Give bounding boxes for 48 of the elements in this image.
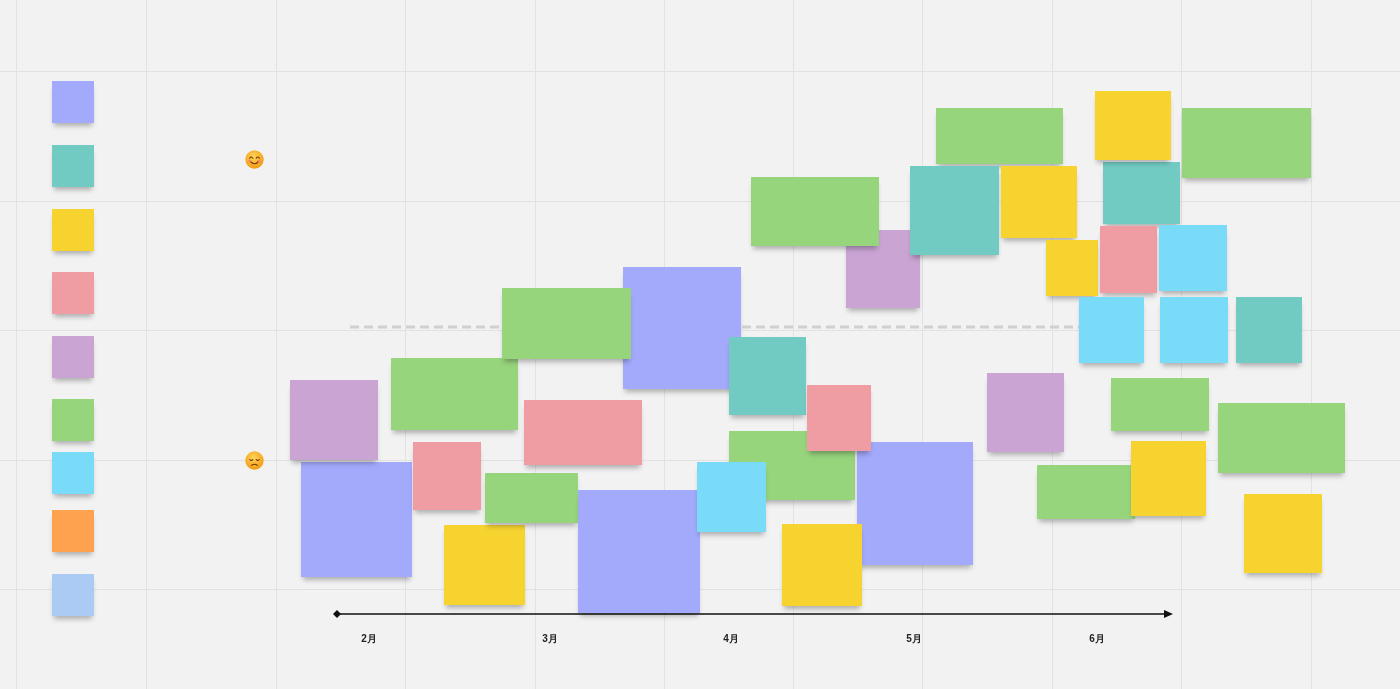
sticky-note (936, 108, 1063, 164)
legend-sticky-note (52, 574, 94, 616)
sticky-note (1001, 166, 1077, 238)
sticky-note (391, 358, 518, 430)
sticky-note (782, 524, 862, 606)
month-label: 2月 (361, 633, 377, 645)
sticky-note (697, 462, 766, 532)
month-label: 4月 (723, 633, 739, 645)
sticky-note (857, 442, 973, 565)
sticky-note (729, 337, 806, 415)
sticky-note (413, 442, 481, 510)
sticky-note (1131, 441, 1206, 516)
sticky-note (1244, 494, 1322, 573)
sticky-note (910, 166, 999, 255)
sticky-note (1100, 226, 1157, 293)
legend-sticky-note (52, 336, 94, 378)
sticky-note (444, 525, 525, 605)
sticky-note (1182, 108, 1311, 178)
sticky-note (502, 288, 631, 359)
sticky-note (1037, 465, 1135, 519)
sticky-note (987, 373, 1064, 452)
sticky-note (751, 177, 879, 246)
sticky-note (1111, 378, 1209, 431)
sticky-note (485, 473, 578, 523)
sticky-note (578, 490, 700, 613)
legend-sticky-note (52, 510, 94, 552)
sticky-note (1103, 162, 1180, 224)
sticky-note (1095, 91, 1171, 160)
legend-sticky-note (52, 399, 94, 441)
sticky-note (807, 385, 871, 451)
month-label: 6月 (1089, 633, 1105, 645)
sticky-note (524, 400, 642, 465)
month-label: 3月 (542, 633, 558, 645)
sticky-note (623, 267, 741, 389)
legend-sticky-note (52, 209, 94, 251)
legend-sticky-note (52, 452, 94, 494)
legend-sticky-note (52, 145, 94, 187)
sticky-note (301, 462, 412, 577)
legend-sticky-note (52, 272, 94, 314)
month-label: 5月 (906, 633, 922, 645)
sticky-note (1079, 297, 1144, 363)
sticky-note (1159, 225, 1227, 291)
sticky-note (1218, 403, 1345, 473)
legend-sticky-note (52, 81, 94, 123)
sticky-note (1046, 240, 1098, 296)
sticky-note (1236, 297, 1302, 363)
sticky-note (1160, 297, 1228, 363)
sticky-note (290, 380, 378, 460)
